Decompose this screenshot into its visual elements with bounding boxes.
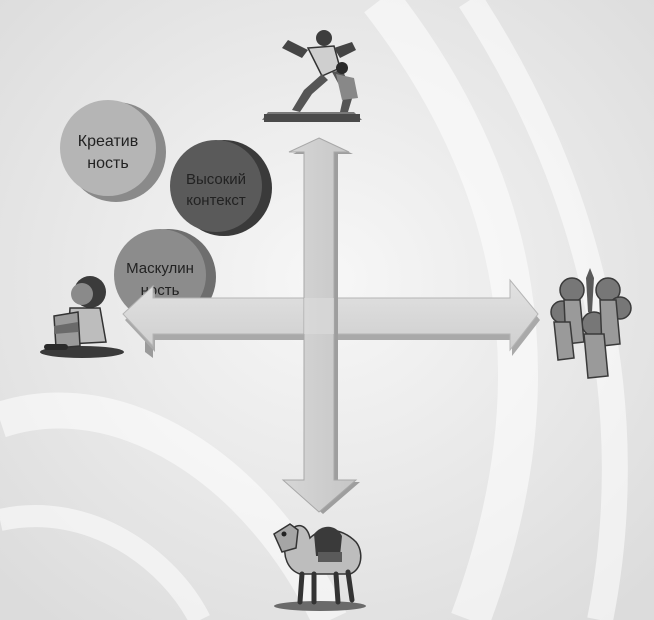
bubble-creativity-line1: Креатив bbox=[78, 133, 138, 150]
bubble-high-context-line2: контекст bbox=[186, 192, 246, 209]
bubble-high-context-line1: Высокий bbox=[186, 171, 246, 188]
sitting-child-icon bbox=[40, 276, 124, 358]
bubble-creativity-line2: ность bbox=[87, 155, 128, 172]
bubble-high-context: Высокий контекст bbox=[170, 140, 272, 236]
bubble-creativity: Креатив ность bbox=[60, 100, 166, 202]
vertical-double-arrow bbox=[281, 137, 360, 514]
group-huddle-icon bbox=[550, 268, 632, 379]
runners-icon bbox=[262, 30, 362, 122]
camel-icon bbox=[273, 523, 366, 611]
bubble-masculinity-line1: Маскулин bbox=[126, 260, 194, 277]
